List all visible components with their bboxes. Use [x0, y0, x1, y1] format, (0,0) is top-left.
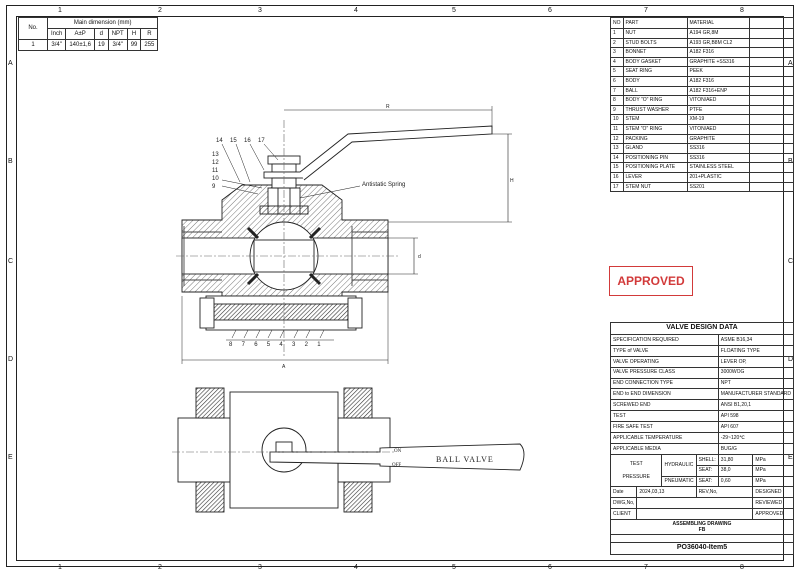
- callout-16: 16: [244, 138, 251, 144]
- zone-column-7: 7: [644, 564, 648, 571]
- callout-3: 3: [292, 342, 296, 348]
- drawing-inner-border: [16, 16, 784, 561]
- zone-column-2: 2: [158, 564, 162, 571]
- callout-11: 11: [212, 168, 219, 174]
- callout-5: 5: [267, 342, 271, 348]
- top-view: [172, 387, 525, 513]
- callout-10: 10: [212, 176, 219, 182]
- callout-13: 13: [212, 152, 219, 158]
- zone-column-3: 3: [258, 564, 262, 571]
- valve-design-title: VALVE DESIGN DATA: [610, 322, 794, 335]
- zone-column-5: 5: [452, 7, 456, 14]
- dim-d: d: [418, 254, 421, 260]
- zone-column-4: 4: [354, 564, 358, 571]
- callout-14: 14: [216, 138, 223, 144]
- antistatic-label: Antistatic Spring: [362, 182, 405, 188]
- zone-column-2: 2: [158, 7, 162, 14]
- zone-column-1: 1: [58, 7, 62, 14]
- dimension-cell: 1: [18, 39, 48, 51]
- zone-row-B: B: [8, 158, 13, 165]
- callout-8: 8: [229, 342, 233, 348]
- bom-cell: SS201: [686, 181, 750, 193]
- valve-design-data-table: VALVE DESIGN DATA SPECIFICATION REQUIRED…: [609, 322, 795, 556]
- dim-r: R: [386, 104, 390, 110]
- dimension-cell: 3/4": [107, 39, 128, 51]
- dimension-cell: 3/4": [46, 39, 67, 51]
- dimension-cell: 255: [140, 39, 159, 51]
- bom-header: MATERIAL: [686, 17, 750, 29]
- zone-column-1: 1: [58, 564, 62, 571]
- bom-cell: [748, 181, 794, 193]
- dim-h: H: [510, 178, 514, 184]
- plate-on: ON: [394, 449, 402, 454]
- drawing-number: PO36040-Item5: [610, 542, 794, 556]
- bom-header: [748, 17, 794, 29]
- zone-column-8: 8: [740, 7, 744, 14]
- zone-column-6: 6: [548, 564, 552, 571]
- zone-row-C: C: [788, 258, 794, 265]
- callout-7: 7: [242, 342, 246, 348]
- zone-column-4: 4: [354, 7, 358, 14]
- callout-6: 6: [254, 342, 258, 348]
- dim-a: A: [282, 364, 286, 370]
- zone-column-5: 5: [452, 564, 456, 571]
- callout-2: 2: [305, 342, 309, 348]
- approved-stamp: APPROVED: [609, 266, 693, 296]
- zone-row-C: C: [8, 258, 14, 265]
- zone-column-7: 7: [644, 7, 648, 14]
- callout-4: 4: [279, 342, 283, 348]
- zone-row-A: A: [8, 60, 13, 67]
- callout-12: 12: [212, 160, 219, 166]
- zone-row-D: D: [8, 356, 14, 363]
- callout-1: 1: [317, 342, 321, 348]
- zone-column-8: 8: [740, 564, 744, 571]
- zone-column-3: 3: [258, 7, 262, 14]
- callout-9: 9: [212, 184, 216, 190]
- drawing-border: [6, 5, 794, 567]
- callout-17: 17: [258, 138, 265, 144]
- dimension-cell: 140±1,6: [65, 39, 95, 51]
- callout-15: 15: [230, 138, 237, 144]
- dimension-cell: 99: [126, 39, 142, 51]
- lever-text: BALL VALVE: [436, 455, 494, 464]
- zone-row-E: E: [8, 454, 13, 461]
- plate-off: OFF: [392, 463, 401, 468]
- section-view: [176, 106, 512, 364]
- zone-column-6: 6: [548, 7, 552, 14]
- callout-labels: 14 15 16 17 13 12 11 10 9 8 7 6 5 4 3 2 1: [212, 138, 321, 348]
